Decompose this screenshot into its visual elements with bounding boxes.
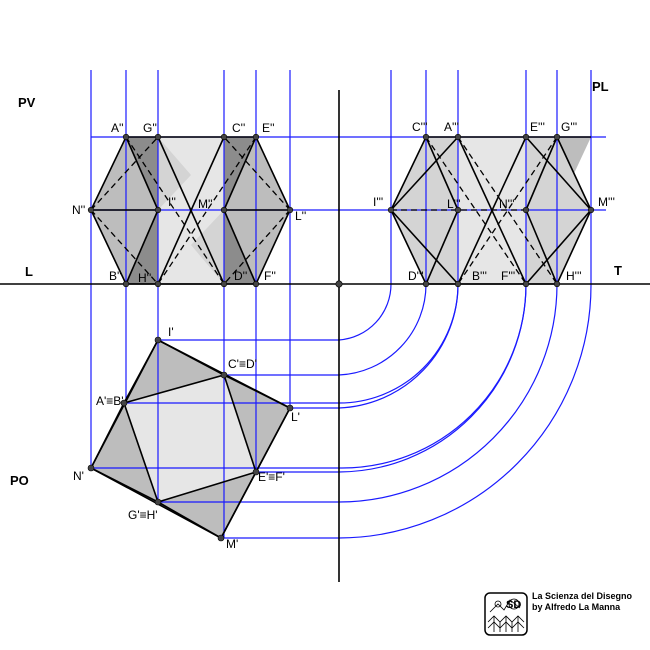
credit-line-2: by Alfredo La Manna [532, 602, 621, 612]
label-l2: L'' [295, 209, 306, 223]
front-view-hidden-edges [90, 136, 291, 285]
label-b2: B'' [109, 269, 122, 283]
plane-label-pv: PV [18, 95, 36, 110]
label-d2: D'' [234, 269, 247, 283]
label-cd1: C'≡D' [228, 357, 257, 371]
vertex-points [87, 133, 595, 542]
top-inner-square [124, 375, 256, 502]
side-view-hidden-edges [391, 136, 558, 285]
scienza-disegno-logo-icon: SD [484, 592, 528, 636]
label-m2: M'' [198, 197, 213, 211]
ground-label-t: T [614, 263, 622, 278]
label-l1: L' [291, 410, 300, 424]
label-ef1: E'≡F' [258, 470, 285, 484]
label-e2: E'' [262, 121, 275, 135]
label-d3: D''' [408, 269, 424, 283]
label-b3: B''' [472, 269, 487, 283]
label-e3: E''' [530, 120, 545, 134]
label-h2: H'' [138, 271, 151, 285]
label-i1: I' [168, 325, 174, 339]
plane-label-pl: PL [592, 79, 609, 94]
label-m3: M''' [598, 195, 615, 209]
label-g3: G''' [561, 120, 577, 134]
label-c3: C''' [412, 120, 428, 134]
label-c2: C'' [232, 121, 245, 135]
label-l3: L''' [447, 197, 461, 211]
label-f3: F''' [501, 269, 515, 283]
label-f2: F'' [264, 269, 276, 283]
credit-line-1: La Scienza del Disegno [532, 591, 633, 601]
top-view-faces [91, 340, 290, 538]
label-n2: N'' [72, 203, 85, 217]
label-n3: N''' [499, 197, 515, 211]
label-a3: A''' [444, 120, 459, 134]
label-ab1: A'≡B' [96, 394, 124, 408]
label-gh1: G'≡H' [128, 508, 158, 522]
label-i3: I''' [373, 195, 383, 209]
svg-text:SD: SD [506, 599, 521, 611]
label-g2: G'' [143, 121, 157, 135]
plane-label-po: PO [10, 473, 29, 488]
label-h3: H''' [566, 269, 582, 283]
label-i2: I'' [168, 195, 176, 209]
label-m1: M' [226, 537, 238, 551]
credit-block: La Scienza del Disegno by Alfredo La Man… [532, 591, 632, 613]
label-a2: A'' [111, 121, 124, 135]
label-n1: N' [73, 469, 84, 483]
ground-label-l: L [25, 264, 33, 279]
